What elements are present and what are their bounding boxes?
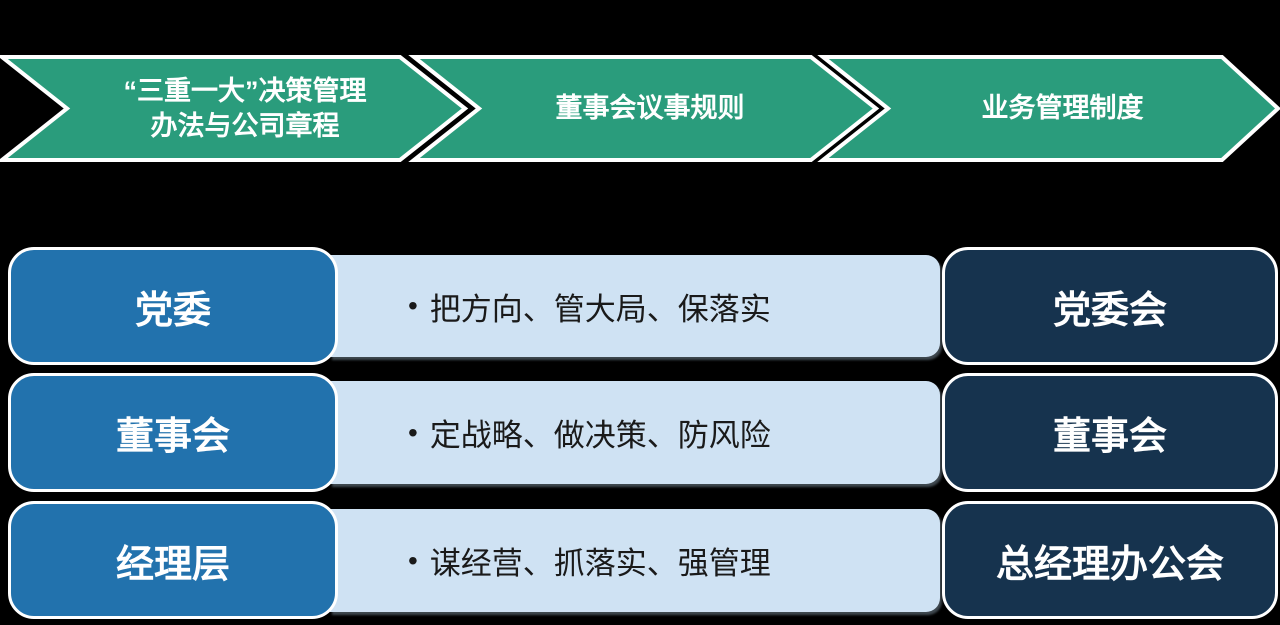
- meeting-box-party-committee: 党委会: [942, 247, 1278, 365]
- chevron-arrow-shape-1: [0, 55, 469, 162]
- arrow-label-business-rules: 业务管理制度: [890, 57, 1235, 160]
- bullet-icon: •: [408, 290, 418, 321]
- meeting-box-label: 董事会: [1052, 416, 1167, 458]
- role-box-label: 党委: [134, 289, 211, 332]
- arrow-label-line: 办法与公司章程: [150, 110, 340, 141]
- meeting-box-general-manager: 总经理办公会: [942, 501, 1278, 619]
- arrow-label-sanzhongyida: “三重一大”决策管理 办法与公司章程: [60, 57, 430, 160]
- role-box-management: 经理层: [8, 501, 338, 619]
- role-box-board: 董事会: [8, 373, 338, 492]
- duty-text: 谋经营、抓落实、强管理: [429, 546, 771, 581]
- duty-box-management: • 谋经营、抓落实、强管理: [330, 509, 940, 612]
- arrow-label-board-rules: 董事会议事规则: [480, 57, 820, 160]
- chevron-arrow-shape-3: [817, 55, 1280, 162]
- meeting-box-label: 总经理办公会: [995, 543, 1224, 586]
- arrow-label-line: “三重一大”决策管理: [123, 75, 367, 106]
- arrow-label-line: 业务管理制度: [981, 93, 1144, 123]
- role-box-party-committee: 党委: [8, 247, 338, 365]
- meeting-box-label: 党委会: [1052, 289, 1167, 332]
- duty-text: 把方向、管大局、保落实: [429, 291, 771, 327]
- duty-text: 定战略、做决策、防风险: [429, 418, 771, 453]
- duty-box-board: • 定战略、做决策、防风险: [330, 381, 940, 484]
- chevron-arrow-shape-2: [408, 55, 880, 162]
- role-box-label: 董事会: [115, 416, 230, 458]
- duty-box-party: • 把方向、管大局、保落实: [330, 255, 940, 357]
- role-box-label: 经理层: [115, 543, 230, 586]
- meeting-box-board: 董事会: [942, 373, 1278, 492]
- bullet-icon: •: [408, 544, 418, 576]
- bullet-icon: •: [408, 416, 418, 448]
- arrow-label-line: 董事会议事规则: [555, 93, 745, 123]
